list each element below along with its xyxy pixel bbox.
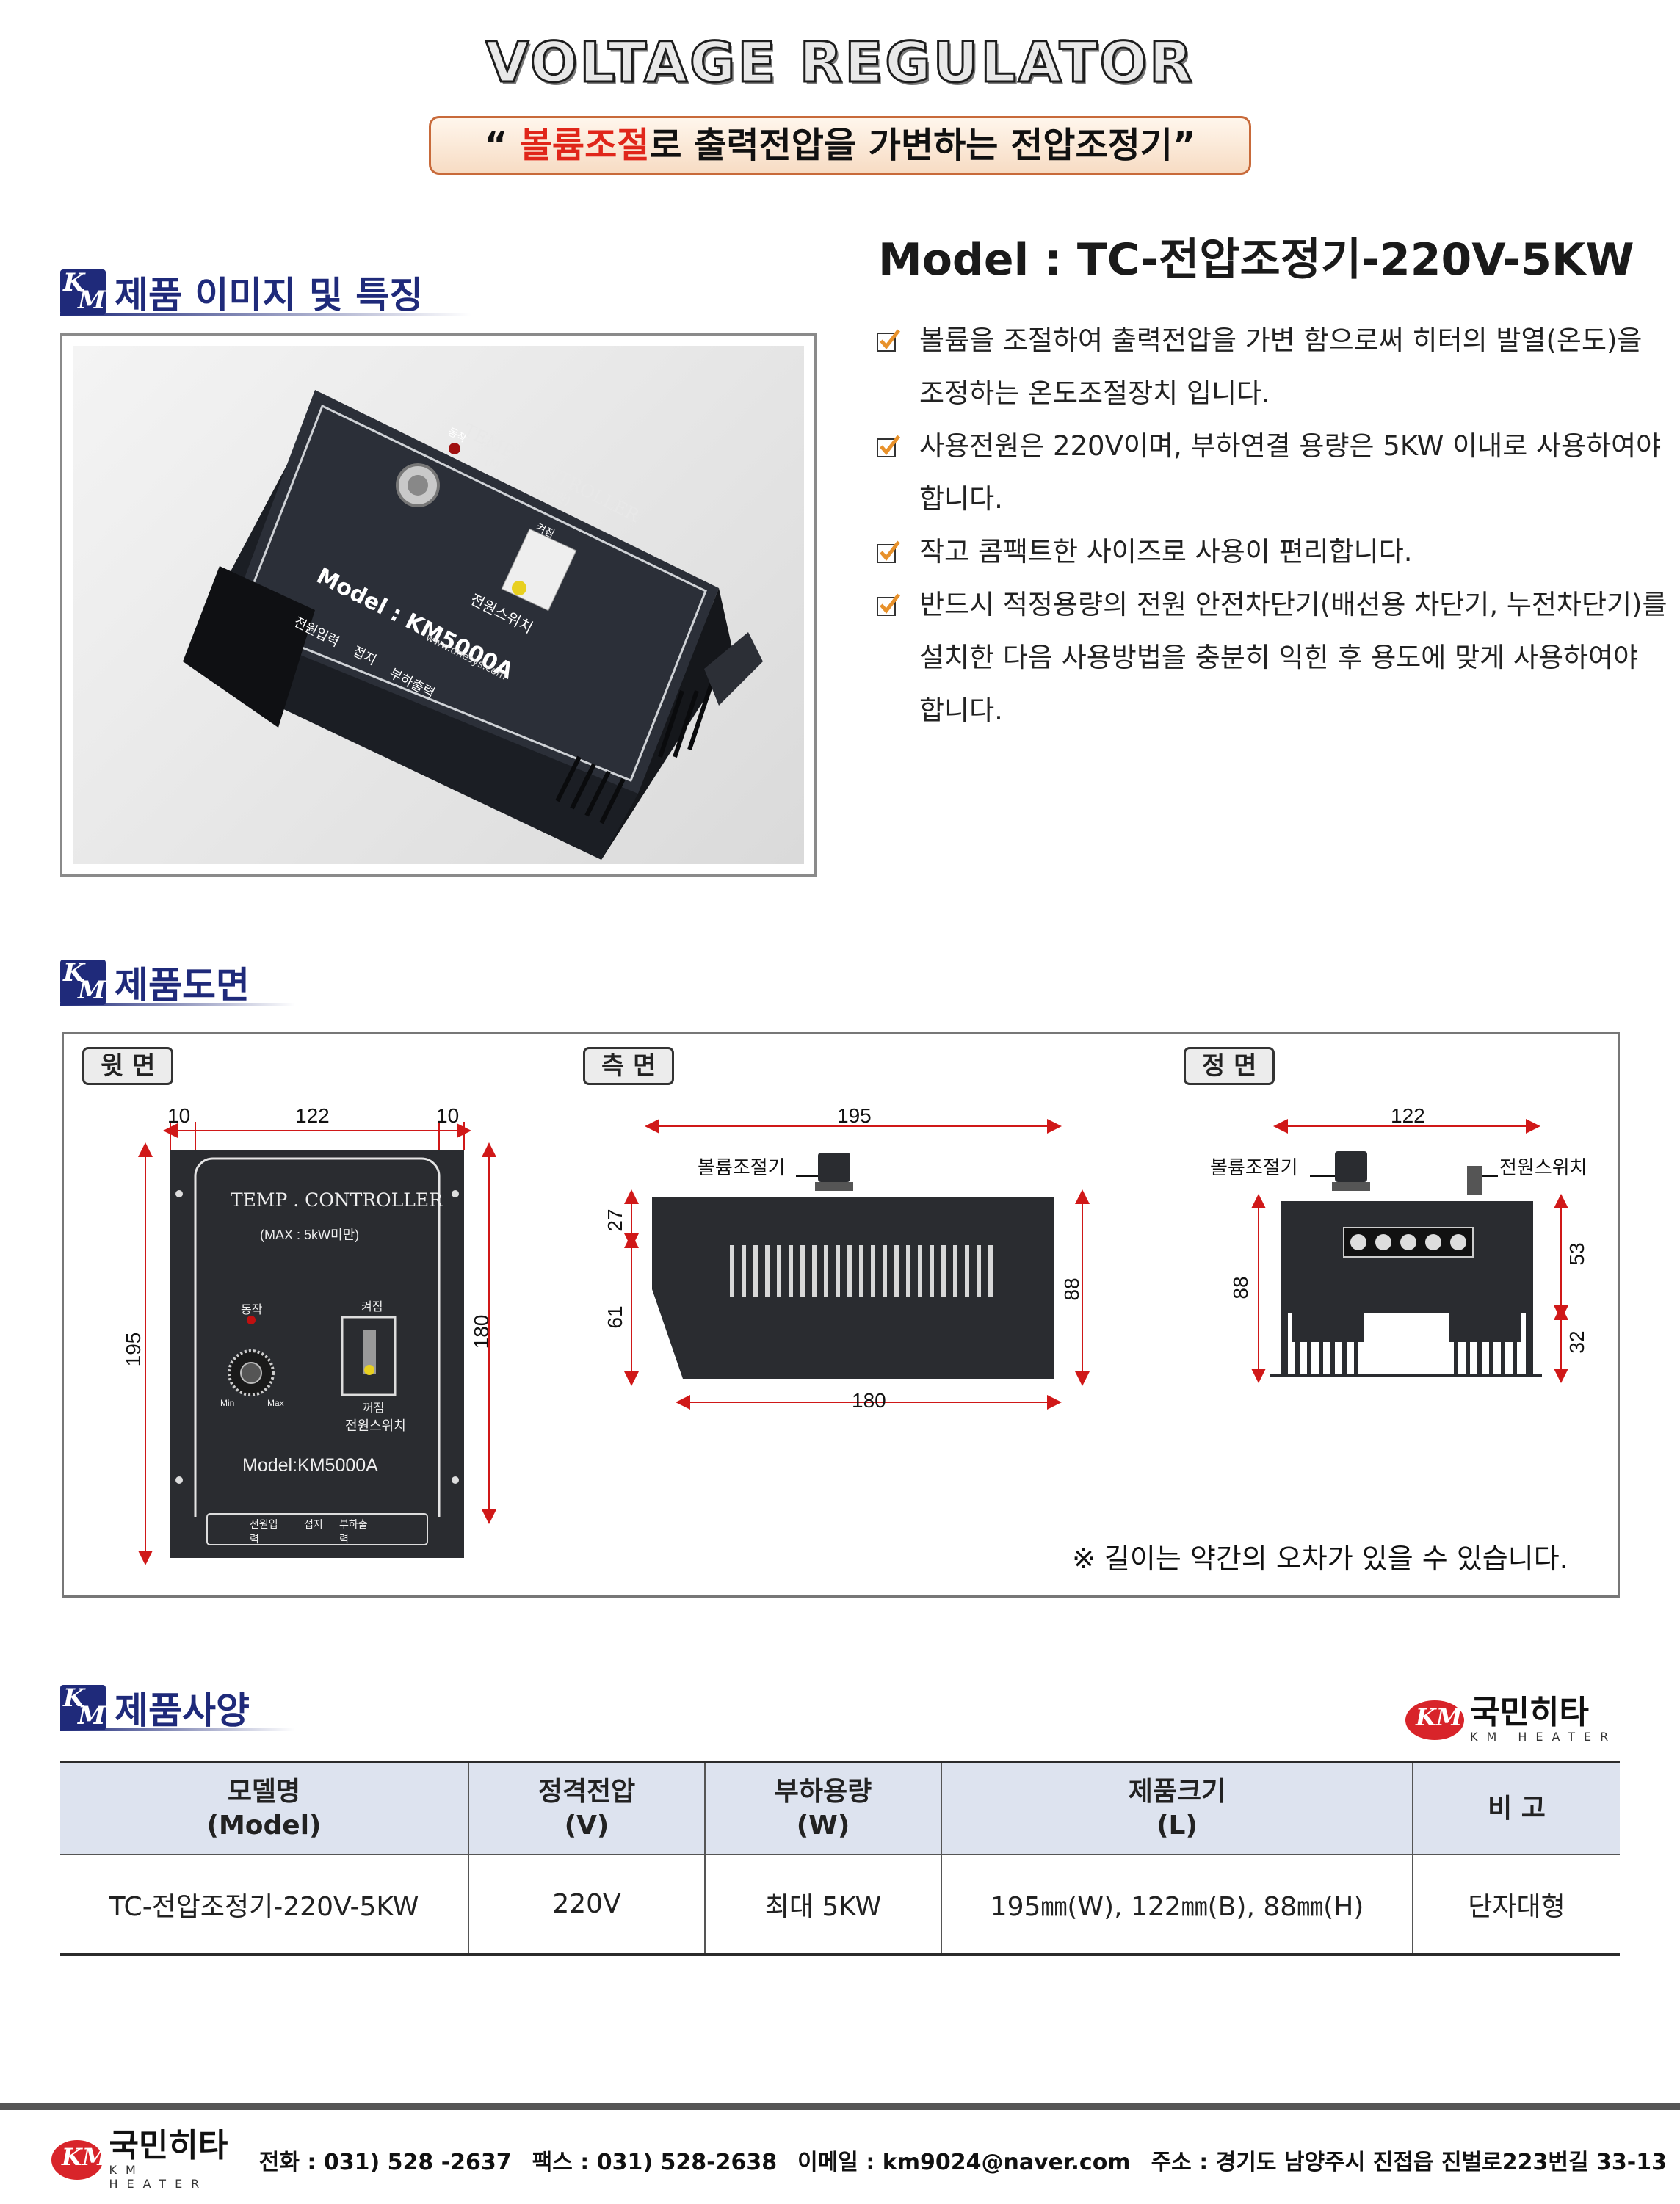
- drawing-label-switch: 전원스위치: [345, 1418, 406, 1433]
- table-cell-size: 195㎜(W), 122㎜(B), 88㎜(H): [941, 1855, 1413, 1956]
- footer-phone: 전화 : 031) 528 -2637: [258, 2150, 512, 2175]
- view-label-side: 측 면: [583, 1047, 675, 1085]
- section-spec-title: 제품사양: [115, 1689, 250, 1732]
- feature-text: 볼륨을 조절하여 출력전압을 가변 함으로써 히터의 발열(온도)을: [919, 325, 1643, 356]
- checkbox-check-icon: [877, 540, 900, 563]
- table-header-size: 제품크기(L): [941, 1761, 1413, 1855]
- drawing-label-max-knob: Max: [267, 1398, 284, 1408]
- table-header-remarks: 비 고: [1412, 1761, 1620, 1855]
- table-header-model: 모델명(Model): [60, 1761, 468, 1855]
- table-header-capacity: 부하용량(W): [704, 1761, 941, 1855]
- footer-email: 이메일 : km9024@naver.com: [797, 2150, 1131, 2175]
- table-row: TC-전압조정기-220V-5KW 220V 최대 5KW 195㎜(W), 1…: [60, 1855, 1620, 1956]
- feature-item: 볼륨을 조절하여 출력전압을 가변 함으로써 히터의 발열(온도)을 조정하는 …: [875, 314, 1668, 420]
- section-underline: [60, 313, 471, 316]
- feature-item: 작고 콤팩트한 사이즈로 사용이 편리합니다.: [875, 526, 1668, 579]
- subtitle-quote-open: “: [484, 125, 520, 166]
- feature-text: 합니다.: [919, 483, 1003, 515]
- footer-divider: [0, 2103, 1680, 2110]
- footer-brand-name: 국민히타: [109, 2127, 228, 2164]
- drawing-label-model: Model:KM5000A: [242, 1455, 378, 1476]
- table-cell-voltage: 220V: [468, 1855, 705, 1956]
- dim-top-left: 10: [167, 1104, 191, 1127]
- drawing-label-min: Min: [220, 1398, 235, 1408]
- brand-name: 국민히타: [1470, 1694, 1589, 1731]
- dim-front-32: 32: [1565, 1330, 1588, 1354]
- subtitle-quote-close: ”: [1172, 125, 1196, 166]
- feature-text: 작고 콤팩트한 사이즈로 사용이 편리합니다.: [919, 536, 1413, 568]
- feature-text: 합니다.: [919, 695, 1003, 726]
- dim-side-61: 61: [604, 1305, 626, 1329]
- drawing-term-power: 전원입력: [250, 1518, 278, 1545]
- feature-text: 반드시 적정용량의 전원 안전차단기(배선용 차단기, 누전차단기)를: [919, 589, 1668, 620]
- table-header-voltage: 정격전압(V): [468, 1761, 705, 1855]
- front-switch-label: 전원스위치: [1499, 1156, 1587, 1178]
- view-label-front: 정 면: [1184, 1047, 1275, 1085]
- drawing-term-load: 부하출력: [339, 1518, 368, 1545]
- section-underline: [60, 1003, 295, 1006]
- dim-front-53: 53: [1565, 1242, 1588, 1266]
- table-cell-model: TC-전압조정기-220V-5KW: [60, 1855, 468, 1956]
- brand-logo: KM 국민히타 KM HEATER: [1405, 1696, 1617, 1744]
- footer-brand-sub: KM HEATER: [109, 2163, 209, 2191]
- section-drawing-title: 제품도면: [115, 964, 250, 1007]
- drawing-label-off: 꺼짐: [363, 1402, 385, 1415]
- table-header-row: 모델명(Model) 정격전압(V) 부하용량(W) 제품크기(L) 비 고: [60, 1761, 1620, 1855]
- dim-top-mid: 122: [295, 1104, 330, 1127]
- product-photo: TEMP. CONTROLLER (MAX : 5kW미만) Model : K…: [73, 346, 804, 864]
- dim-front-88: 88: [1229, 1276, 1252, 1299]
- view-label-top: 윗 면: [82, 1047, 174, 1085]
- drawing-label-on: 켜짐: [361, 1301, 383, 1313]
- page-title: VOLTAGE REGULATOR: [485, 29, 1195, 96]
- dim-top-height-inner: 180: [470, 1314, 493, 1349]
- feature-list: 볼륨을 조절하여 출력전압을 가변 함으로써 히터의 발열(온도)을 조정하는 …: [875, 314, 1668, 737]
- product-photo-frame: TEMP. CONTROLLER (MAX : 5kW미만) Model : K…: [60, 333, 817, 877]
- dim-side-bottom: 180: [852, 1389, 886, 1412]
- front-knob-label: 볼륨조절기: [1210, 1156, 1298, 1178]
- table-cell-capacity: 최대 5KW: [704, 1855, 941, 1956]
- footer-fax: 팩스 : 031) 528-2638: [532, 2150, 778, 2175]
- model-line: Model : TC-전압조정기-220V-5KW: [878, 234, 1634, 286]
- feature-text: 조정하는 온도조절장치 입니다.: [919, 377, 1270, 409]
- subtitle-banner: “ 볼륨조절로 출력전압을 가변하는 전압조정기”: [429, 116, 1251, 175]
- drawing-term-ground: 접지: [304, 1518, 323, 1530]
- feature-item: 반드시 적정용량의 전원 안전차단기(배선용 차단기, 누전차단기)를 설치한 …: [875, 579, 1668, 737]
- dim-side-length: 195: [837, 1104, 872, 1127]
- footer: KM 국민히타 KM HEATER 전화 : 031) 528 -2637 팩스…: [51, 2129, 1667, 2191]
- dim-side-27: 27: [604, 1208, 626, 1232]
- drawing-label-max: (MAX : 5kW미만): [260, 1228, 360, 1242]
- km-heater-logo-icon: KM: [51, 2140, 108, 2180]
- feature-item: 사용전원은 220V이며, 부하연결 용량은 5KW 이내로 사용하여야 합니다…: [875, 420, 1668, 526]
- checkbox-check-icon: [877, 435, 900, 457]
- feature-text: 설치한 다음 사용방법을 충분히 익힌 후 용도에 맞게 사용하여야: [919, 642, 1639, 673]
- section-underline: [60, 1728, 295, 1731]
- table-cell-remarks: 단자대형: [1412, 1855, 1620, 1956]
- checkbox-check-icon: [877, 593, 900, 616]
- dim-side-88: 88: [1060, 1277, 1083, 1301]
- drawing-label-run: 동작: [241, 1304, 263, 1316]
- controller-illustration: TEMP. CONTROLLER (MAX : 5kW미만) Model : K…: [183, 390, 763, 860]
- dim-top-right: 10: [436, 1104, 460, 1127]
- dim-front-width: 122: [1391, 1104, 1425, 1127]
- dim-top-height-outer: 195: [122, 1332, 145, 1367]
- checkbox-check-icon: [877, 329, 900, 352]
- feature-text: 사용전원은 220V이며, 부하연결 용량은 5KW 이내로 사용하여야: [919, 430, 1662, 462]
- side-knob-label: 볼륨조절기: [698, 1156, 786, 1178]
- section-features-title: 제품 이미지 및 특징: [115, 274, 424, 316]
- subtitle-text: 로 출력전압을 가변하는 전압조정기: [649, 125, 1173, 166]
- brand-sub: KM HEATER: [1470, 1730, 1618, 1744]
- spec-table: 모델명(Model) 정격전압(V) 부하용량(W) 제품크기(L) 비 고 T…: [60, 1761, 1620, 1956]
- tolerance-note: ※ 길이는 약간의 오차가 있을 수 있습니다.: [1072, 1543, 1568, 1575]
- drawing-label-title: TEMP . CONTROLLER: [231, 1189, 443, 1211]
- subtitle-highlight: 볼륨조절: [519, 125, 650, 166]
- km-heater-logo-icon: KM: [1405, 1700, 1464, 1740]
- footer-address: 주소 : 경기도 남양주시 진접읍 진벌로223번길 33-13: [1151, 2150, 1667, 2175]
